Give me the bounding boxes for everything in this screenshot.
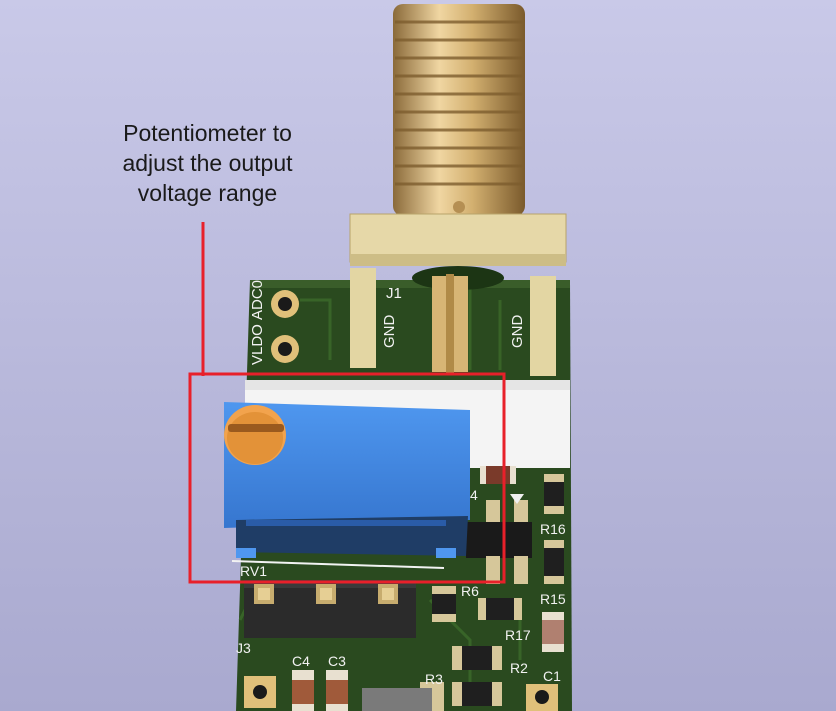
annotation-line-3: voltage range	[137, 180, 278, 206]
connector-label-gnd-left: GND	[381, 315, 398, 349]
j3-header	[244, 580, 416, 638]
label-r3: R3	[425, 671, 443, 687]
label-r16: R16	[540, 521, 566, 537]
annotation-callout: Potentiometer to adjust the output volta…	[100, 118, 315, 208]
smd-components	[244, 466, 564, 711]
pad-label-adc0: ADC0	[249, 280, 266, 320]
annotation-line-2: adjust the output	[122, 150, 293, 176]
label-r15: R15	[540, 591, 566, 607]
label-c4: C4	[292, 653, 310, 669]
label-j3: J3	[236, 640, 251, 656]
sma-connector	[349, 4, 567, 266]
annotation-line-1: Potentiometer to	[123, 120, 292, 146]
potentiometer-rv1	[224, 402, 470, 569]
label-rv1: RV1	[240, 563, 267, 579]
label-r17: R17	[505, 627, 531, 643]
connector-label-j1: J1	[386, 285, 402, 302]
label-c1: C1	[543, 668, 561, 684]
label-r6: R6	[461, 583, 479, 599]
label-partial-4: 4	[470, 487, 478, 503]
pad-label-vldo: VLDO	[249, 324, 266, 365]
connector-label-gnd-right: GND	[509, 315, 526, 349]
label-c3: C3	[328, 653, 346, 669]
label-r2: R2	[510, 660, 528, 676]
highlight-annotation	[188, 222, 506, 584]
